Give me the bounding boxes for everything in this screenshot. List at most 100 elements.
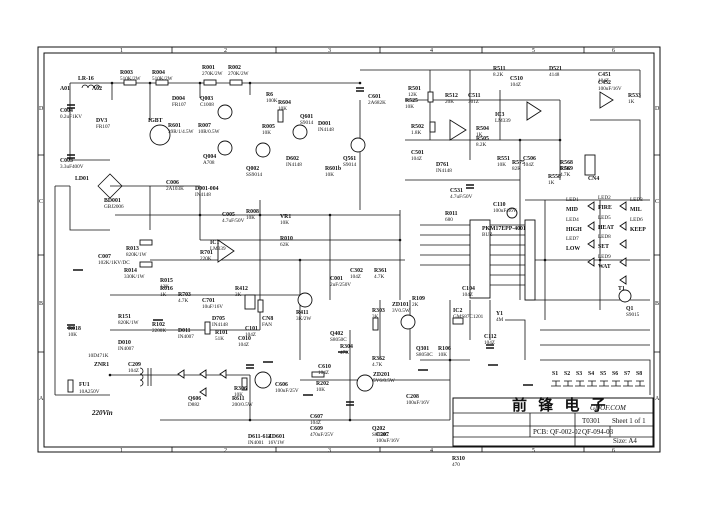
component-ref: Q601 (300, 114, 313, 120)
led-label: LOW (566, 246, 580, 252)
component-ref: C209 (128, 362, 141, 368)
push-switch-symbol (623, 380, 633, 387)
component-ref: C006 (166, 180, 179, 186)
component-ref: C004 (60, 108, 73, 114)
component-ref: D521 (549, 66, 562, 72)
component-ref: R568 (560, 160, 573, 166)
component-ref: R362 (372, 356, 385, 362)
component-ref: R6 (266, 92, 273, 98)
component-value: S8050C (330, 337, 347, 343)
component-value: 10K (234, 392, 243, 398)
led-ref: LED6 (630, 217, 643, 223)
component-ref: R411 (296, 310, 309, 316)
component-labels: R003510K/2WR004510K/2WR001270K/2WR002270… (60, 65, 641, 468)
component-ref: C101 (245, 326, 258, 332)
component-ref: D010 (118, 340, 131, 346)
push-switch-symbol (587, 380, 597, 387)
component-ref: R008 (246, 209, 259, 215)
component-ref: VR1 (280, 214, 291, 220)
component-ref: Q202 (372, 426, 385, 432)
switch-label: S2 (564, 371, 570, 377)
component-value: GBJ2006 (104, 204, 124, 210)
grid-row-a-left: A (39, 396, 44, 402)
component-ref: R303 (372, 308, 385, 314)
component-ref: R512 (445, 93, 458, 99)
grid-col-4-top: 4 (430, 48, 433, 54)
push-switch-symbol (611, 380, 621, 387)
fuse-ref: FU1 (79, 382, 90, 388)
component-ref: D602 (286, 156, 299, 162)
capacitor-c207 (346, 401, 354, 406)
switch-label: S8 (636, 371, 642, 377)
led-ref: LED8 (598, 234, 611, 240)
component-ref: C510 (510, 76, 523, 82)
component-value: 4.7uF/50V (222, 218, 245, 224)
component-value: 2K (412, 302, 419, 308)
component-ref: Q402 (330, 331, 343, 337)
component-ref: R601b (325, 166, 341, 172)
transistor-q601 (292, 124, 308, 140)
grid-col-1-bottom: 1 (120, 448, 123, 454)
connector-cn4 (584, 154, 596, 176)
grid-col-6-top: 6 (612, 48, 615, 54)
component-ref: BD001 (104, 198, 121, 204)
inner-frame (43, 52, 655, 448)
component-value: 470uF/25V (310, 432, 334, 438)
component-ref: R102 (152, 322, 165, 328)
component-ref: ZD201 (373, 372, 390, 378)
component-ref: C110 (493, 202, 506, 208)
component-value: LM339 (495, 118, 511, 124)
capacitor-c110 (486, 344, 494, 349)
grid-row-b-left: B (39, 301, 43, 307)
component-value: 10K (280, 220, 289, 226)
component-symbols (67, 79, 632, 406)
grid-row-d-right: D (655, 106, 660, 112)
mains-input-label: 220Vin (91, 409, 113, 417)
component-value: 104Z (238, 342, 249, 348)
component-ref: R569 (560, 166, 573, 172)
grid-row-d-left: D (39, 106, 44, 112)
component-value: IN4148 (286, 162, 302, 168)
component-value: 102K/1KV/DC (98, 260, 130, 266)
resistor-r003 (123, 79, 137, 86)
component-value: 12K (160, 284, 169, 290)
component-ref: R151 (118, 314, 131, 320)
component-value: FR107 (172, 102, 187, 108)
component-ref: C112 (484, 334, 497, 340)
component-ref: R014 (124, 268, 137, 274)
component-value: 680 (445, 217, 453, 223)
component-value: 10K (262, 130, 271, 136)
led-label: HIGH (566, 227, 582, 233)
component-value: FR107 (96, 124, 111, 130)
comparator-ic3b (526, 101, 542, 121)
component-ref: LR-16 (78, 76, 94, 82)
capacitor-c601 (356, 87, 364, 92)
title-block: 前 锋 电 子 GDOF.COM T0301 Sheet 1 of 1 PCB:… (452, 396, 654, 447)
component-value: 330K/1W (124, 274, 145, 280)
component-value: A708 (203, 160, 215, 166)
component-ref: C007 (98, 254, 111, 260)
component-value: 4.7uF/50V (450, 194, 473, 200)
grid-rows: D C B A D C B A (38, 106, 660, 402)
component-value: 4.7K (178, 298, 188, 304)
varistor-value: 10D471K (88, 353, 109, 359)
component-ref: R109 (412, 296, 425, 302)
component-value: IN4148 (212, 322, 228, 328)
component-ref: R501 (408, 86, 421, 92)
component-value: 100uF/16V (406, 400, 430, 406)
component-value: 6.8K (560, 166, 570, 172)
grid-row-b-right: B (655, 301, 659, 307)
component-value: 10K (278, 106, 287, 112)
grid-col-2-bottom: 2 (224, 448, 227, 454)
component-ref: R525 (405, 98, 418, 104)
component-ref: R601 (168, 123, 181, 129)
component-ref: R003 (120, 70, 133, 76)
component-ref: D011 (178, 328, 191, 334)
bridge-rectifier-bd001 (97, 173, 123, 199)
component-value: 2uF/250V (330, 282, 351, 288)
component-value: 104Z (245, 332, 256, 338)
component-ref: R511 (493, 66, 506, 72)
power-input-block: FU1 10A250V 220Vin ZNR1 10D471K (79, 353, 113, 417)
